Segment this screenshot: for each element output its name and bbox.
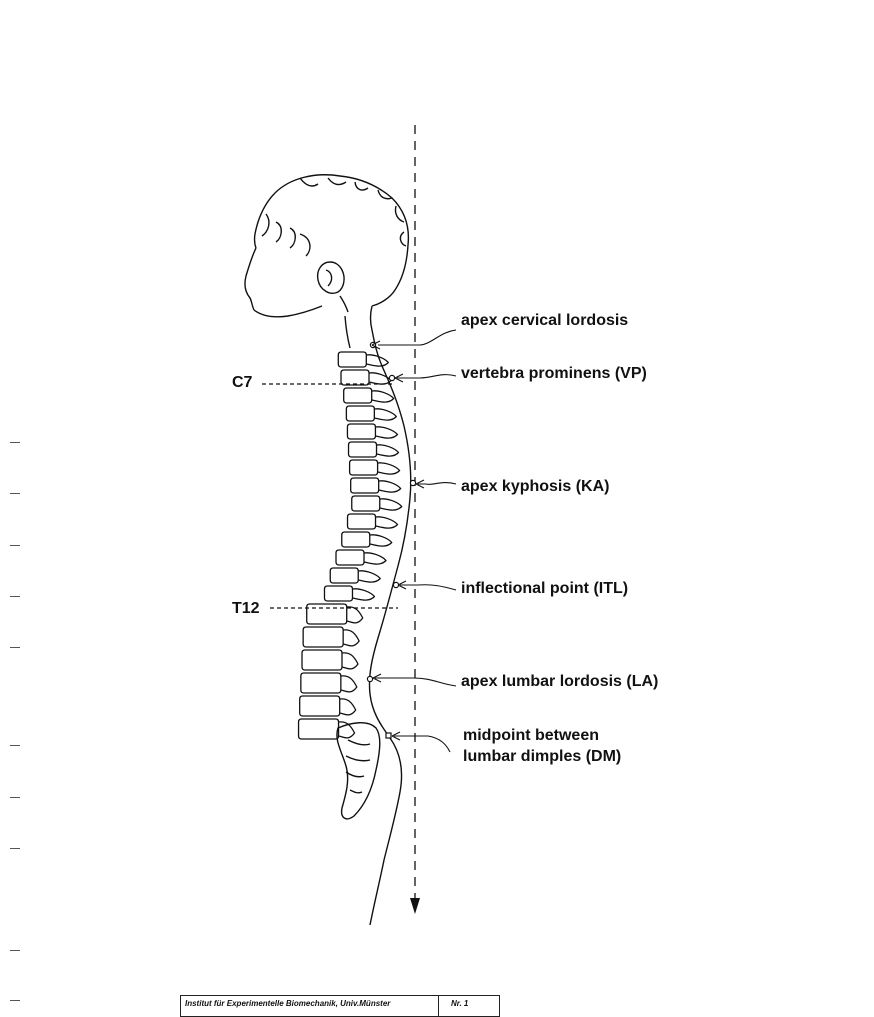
vertebra-spinous-process (376, 517, 398, 528)
vertebra-body (352, 496, 380, 511)
margin-tick (10, 797, 20, 798)
vertebra-spinous-process (343, 630, 359, 646)
label-apex-lumbar-lordosis: apex lumbar lordosis (LA) (461, 672, 658, 691)
vertebra-body (350, 460, 378, 475)
vertebra-body (302, 650, 342, 670)
label-midpoint-line1: midpoint between (463, 726, 599, 745)
point-vertebra-prominens (389, 375, 394, 380)
margin-tick (10, 545, 20, 546)
margin-tick (10, 596, 20, 597)
vertebra-spinous-process (358, 571, 380, 582)
vertebra-body (351, 478, 379, 493)
vertebra-body (303, 627, 343, 647)
point-apex-lumbar (367, 676, 372, 681)
vertebra-spinous-process (366, 355, 388, 366)
vertebra-body (347, 424, 375, 439)
vertebra-spinous-process (347, 607, 363, 623)
vertebra-body (341, 370, 369, 385)
vertebra-spinous-process (340, 699, 356, 715)
label-midpoint-line2: lumbar dimples (DM) (463, 747, 621, 766)
vertebral-column (299, 352, 402, 739)
vertebra-body (342, 532, 370, 547)
vertebra-body (300, 696, 340, 716)
vertebra-spinous-process (372, 391, 394, 402)
vertebra-spinous-process (364, 553, 386, 564)
footer-number: Nr. 1 (439, 996, 499, 1016)
vertebra-body (349, 442, 377, 457)
margin-tick (10, 745, 20, 746)
vertebra-spinous-process (379, 481, 401, 492)
vertebra-spinous-process (380, 499, 402, 510)
vertebra-body (324, 586, 352, 601)
label-vertebra-prominens: vertebra prominens (VP) (461, 364, 647, 383)
vertebra-body (336, 550, 364, 565)
footer-stamp: Institut für Experimentelle Biomechanik,… (180, 995, 500, 1017)
label-apex-kyphosis: apex kyphosis (KA) (461, 477, 609, 496)
label-inflectional-point: inflectional point (ITL) (461, 579, 628, 598)
vertebra-body (348, 514, 376, 529)
point-midpoint-dimples (386, 733, 391, 738)
margin-tick (10, 647, 20, 648)
vertebra-spinous-process (375, 427, 397, 438)
point-apex-kyphosis (410, 480, 415, 485)
vertebra-body (301, 673, 341, 693)
vertebra-body (307, 604, 347, 624)
vertebra-body (344, 388, 372, 403)
margin-tick (10, 848, 20, 849)
vertebra-spinous-process (370, 535, 392, 546)
vertebra-body (338, 352, 366, 367)
label-apex-cervical-lordosis: apex cervical lordosis (461, 311, 628, 330)
head-outline (245, 175, 411, 925)
label-c7: C7 (232, 374, 252, 392)
vertebra-spinous-process (341, 676, 357, 692)
vertebra-spinous-process (352, 589, 374, 600)
point-inflectional (393, 582, 398, 587)
margin-tick (10, 1000, 20, 1001)
vertebra-spinous-process (374, 409, 396, 420)
vertebra-body (299, 719, 339, 739)
vertebra-spinous-process (342, 653, 358, 669)
margin-tick (10, 442, 20, 443)
vertebra-spinous-process (377, 445, 399, 456)
vertebra-spinous-process (378, 463, 400, 474)
plumb-line-arrowhead (410, 898, 420, 914)
footer-institute: Institut für Experimentelle Biomechanik,… (181, 996, 439, 1016)
margin-tick (10, 493, 20, 494)
margin-tick (10, 950, 20, 951)
vertebra-body (346, 406, 374, 421)
label-t12: T12 (232, 600, 260, 618)
vertebra-body (330, 568, 358, 583)
